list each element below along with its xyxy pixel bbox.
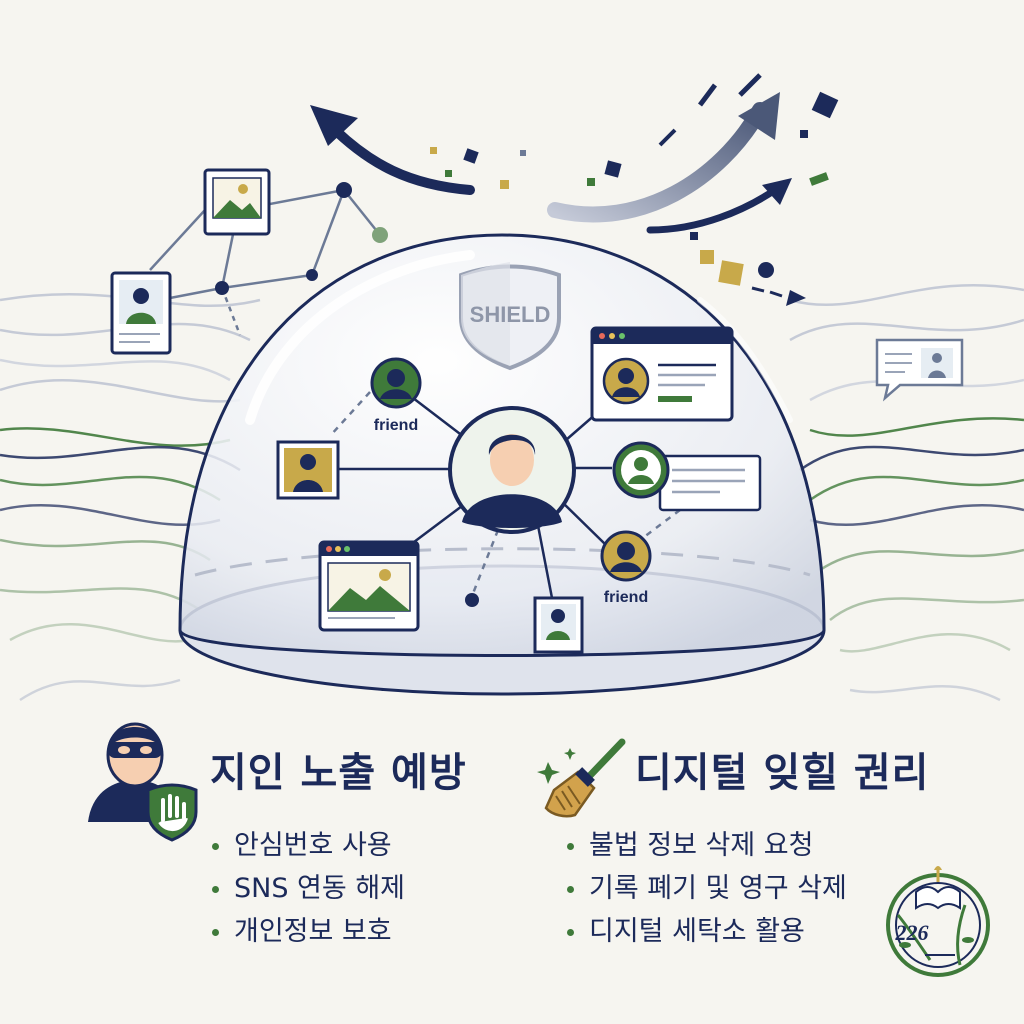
data-escape-arrows bbox=[310, 92, 806, 306]
photo-card-icon bbox=[203, 168, 271, 236]
list-item: 디지털 세탁소 활용 bbox=[565, 910, 929, 953]
broom-icon bbox=[537, 738, 626, 818]
data-fragments bbox=[430, 73, 839, 286]
list-item: 기록 폐기 및 영구 삭제 bbox=[565, 867, 929, 910]
list-item: 안심번호 사용 bbox=[210, 824, 467, 867]
emblem-number: 226 bbox=[895, 920, 929, 945]
profile-webpage-icon bbox=[590, 326, 734, 422]
friend-label: friend bbox=[604, 589, 648, 606]
right-to-be-forgotten-list: 불법 정보 삭제 요청 기록 폐기 및 영구 삭제 디지털 세탁소 활용 bbox=[565, 824, 929, 953]
photo-webpage-icon bbox=[318, 540, 420, 632]
network-connections bbox=[329, 384, 681, 599]
central-user-avatar bbox=[448, 406, 576, 534]
exposure-prevention-title: 지인 노출 예방 bbox=[210, 750, 467, 796]
message-card-icon bbox=[658, 454, 762, 512]
background-wave-lines bbox=[0, 283, 1024, 702]
chat-card-icon bbox=[875, 338, 964, 402]
right-to-be-forgotten-panel: 디지털 잊힐 권리 불법 정보 삭제 요청 기록 폐기 및 영구 삭제 디지털 … bbox=[567, 740, 930, 953]
outer-network-left bbox=[110, 168, 388, 355]
list-item: SNS 연동 해제 bbox=[210, 867, 467, 910]
emblem-logo: 226 bbox=[886, 866, 990, 977]
list-item: 불법 정보 삭제 요청 bbox=[565, 824, 929, 867]
exposure-prevention-panel: 지인 노출 예방 안심번호 사용 SNS 연동 해제 개인정보 보호 bbox=[210, 740, 467, 953]
list-item: 개인정보 보호 bbox=[210, 910, 467, 953]
portrait-photo-icon bbox=[533, 596, 584, 654]
hand-shield-icon bbox=[146, 783, 198, 842]
profile-photo-icon bbox=[276, 440, 340, 500]
friend-avatar bbox=[600, 530, 652, 582]
friend-label: friend bbox=[374, 417, 418, 434]
contact-avatar bbox=[612, 441, 670, 499]
profile-card-icon bbox=[110, 271, 172, 355]
shield-label: SHIELD bbox=[470, 302, 551, 327]
shield-icon: SHIELD bbox=[459, 262, 561, 371]
friend-avatar bbox=[370, 357, 422, 409]
exposure-prevention-list: 안심번호 사용 SNS 연동 해제 개인정보 보호 bbox=[210, 824, 467, 953]
right-to-be-forgotten-title: 디지털 잊힐 권리 bbox=[635, 750, 930, 796]
